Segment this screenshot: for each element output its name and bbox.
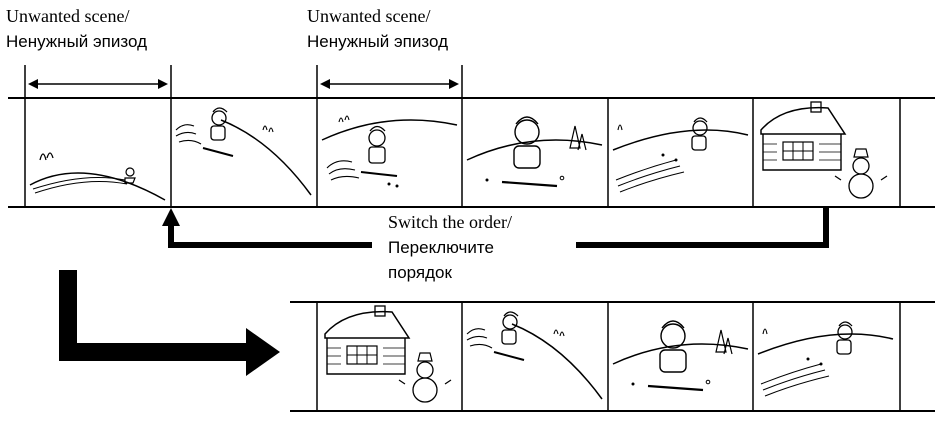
top-frame-1 <box>29 152 166 201</box>
unwanted-bracket-1 <box>24 65 172 98</box>
unwanted-label-1-ru: Ненужный эпизод <box>6 32 147 51</box>
switch-order-label-ru-2: порядок <box>388 263 452 282</box>
bottom-frame-4 <box>757 321 894 397</box>
bottom-frame-2 <box>466 311 603 400</box>
switch-order-label-ru-1: Переключите <box>388 238 494 257</box>
result-arrow <box>59 270 280 376</box>
bottom-film-strip <box>290 301 935 412</box>
top-frame-2 <box>175 107 312 196</box>
switch-order-label-en: Switch the order/ <box>388 212 512 232</box>
top-frame-3 <box>321 115 458 189</box>
bottom-frame-3 <box>611 319 750 392</box>
unwanted-label-2-ru: Ненужный эпизод <box>307 32 448 51</box>
top-film-strip <box>8 97 935 208</box>
top-frame-6 <box>760 101 888 199</box>
bottom-frame-1 <box>324 305 452 403</box>
switch-order-arrow <box>162 207 829 248</box>
top-frame-5 <box>612 117 749 193</box>
unwanted-label-1-en: Unwanted scene/ <box>6 6 130 26</box>
unwanted-bracket-2 <box>316 65 463 98</box>
top-frame-4 <box>465 115 604 188</box>
unwanted-label-2-en: Unwanted scene/ <box>307 6 431 26</box>
